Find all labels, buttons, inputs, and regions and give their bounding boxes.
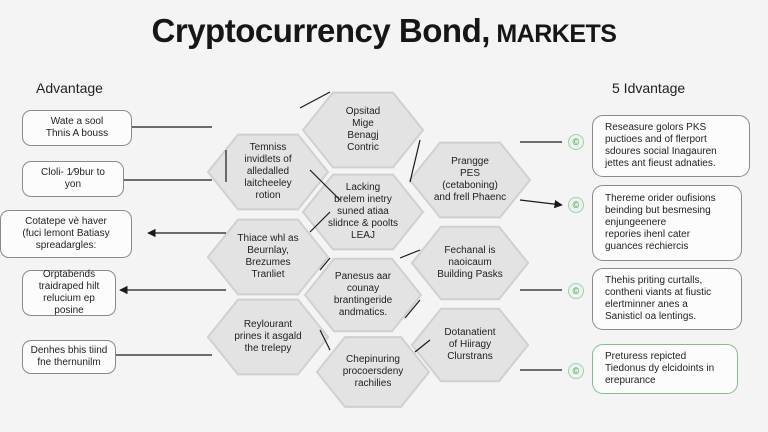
connector-line (414, 339, 431, 353)
hexagon-3-label: Prangge PES (cetaboning) and frell Phaen… (433, 156, 507, 203)
left-box-3-text: Cotatepe vè haver (fuci lemont Batiasy s… (22, 216, 110, 251)
left-box-1-text: Wate a sool Thnis A bouss (45, 116, 109, 139)
shield-icon: © (568, 134, 584, 150)
shield-icon-glyph: © (572, 199, 580, 210)
hexagon-2 (206, 133, 330, 211)
left-box-5-text: Denhes bhis tiind fne thernunilm (30, 345, 108, 368)
hexagon-7 (303, 257, 423, 333)
left-box-2: Cloli- 1⁄9bur to yon (22, 161, 124, 197)
hexagon-1 (301, 91, 425, 169)
right-box-2: Thereme orider oufisions beinding but be… (592, 185, 742, 261)
shield-icon: © (568, 363, 584, 379)
diagram-title: Cryptocurrency Bond, MARKETS (0, 12, 768, 50)
hexagon-9 (410, 307, 530, 383)
hexagon-2-label: Temniss invidlets of alledalled laitchee… (244, 142, 292, 201)
hexagon-5-label: Thiace whl as Beurnlay, Brezumes Tranlie… (237, 233, 299, 280)
shield-icon-glyph: © (572, 136, 580, 147)
connector-line (319, 257, 331, 271)
hexagon-9-label: Dotanatient of Hiiragy Clurstrans (444, 327, 496, 362)
connector-line (299, 91, 331, 109)
connector-line (404, 299, 421, 319)
shield-icon-glyph: © (572, 285, 580, 296)
left-box-2-text: Cloli- 1⁄9bur to yon (41, 167, 105, 190)
left-box-1: Wate a sool Thnis A bouss (22, 110, 132, 146)
left-box-4: Orptabends traidraped hilt relucium ep p… (22, 269, 116, 316)
hexagon-10-label: Chepinuring procoersdeny rachilies (342, 354, 404, 389)
connector-line (309, 211, 331, 233)
connector-line (409, 139, 421, 183)
right-box-3: Thehis priting curtalls, contheni viants… (592, 268, 742, 330)
left-box-3: Cotatepe vè haver (fuci lemont Batiasy s… (0, 210, 132, 258)
left-heading: Advantage (36, 80, 103, 96)
right-box-4: Preturess repicted Tiedonus dy elcidoint… (592, 344, 738, 394)
connector-line (519, 199, 563, 209)
shield-icon: © (568, 283, 584, 299)
hexagon-1-label: Opsitad Mige Benagj Contric (345, 106, 381, 153)
left-box-5: Denhes bhis tiind fne thernunilm (22, 340, 116, 374)
left-box-4-text: Orptabends traidraped hilt relucium ep p… (38, 269, 100, 316)
connector-line (309, 169, 341, 201)
hexagon-6-label: Fechanal is naoicaum Building Pasks (437, 245, 503, 280)
hexagon-6 (410, 225, 530, 301)
title-suffix: MARKETS (489, 20, 617, 48)
hexagon-10 (315, 336, 431, 408)
connector-line (399, 249, 421, 259)
shield-icon: © (568, 197, 584, 213)
hexagon-8 (206, 298, 330, 376)
connector-line (319, 329, 331, 351)
hexagon-8-label: Reylourant prines it asgald the trelepy (234, 319, 302, 354)
right-box-1: Reseasure golors PKS puctioes and of fle… (592, 115, 750, 177)
hexagon-7-label: Panesus aar counay brantingeride andmati… (333, 271, 393, 318)
hexagon-5 (206, 218, 330, 296)
hexagon-4-label: Lacking brelem inetry suned atiaa slidnc… (327, 182, 399, 241)
title-main: Cryptocurrency Bond, (151, 12, 491, 49)
shield-icon-glyph: © (572, 365, 580, 376)
right-heading: 5 Idvantage (612, 80, 686, 96)
